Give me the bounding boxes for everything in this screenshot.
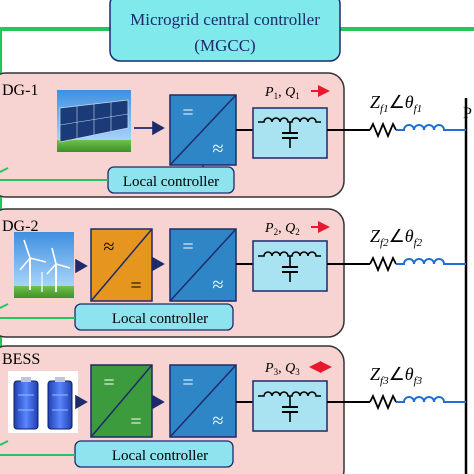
ac-symbol: ≈ — [104, 236, 115, 258]
inverter-dc-ac[interactable]: = ≈ — [169, 228, 237, 302]
svg-text:P1, Q1: P1, Q1 — [264, 85, 300, 101]
inductor — [396, 396, 466, 403]
unit-label: DG-2 — [2, 218, 38, 235]
solar-panel-icon — [57, 90, 131, 152]
mgcc-title: Microgrid central controller — [130, 10, 320, 29]
local-controller-label: Local controller — [112, 311, 208, 327]
resistor — [369, 255, 397, 273]
power-flow-label: P2, Q2 — [264, 221, 330, 237]
resistor — [369, 393, 397, 411]
inductor — [396, 124, 466, 131]
pcc-label: P — [463, 105, 472, 122]
local-controller[interactable]: Local controller — [74, 440, 234, 468]
ac-symbol: ≈ — [213, 274, 224, 296]
ac-symbol: ≈ — [213, 138, 224, 160]
unit-dg1: DG-1 = ≈ — [0, 72, 466, 198]
unit-label: BESS — [2, 351, 40, 368]
line-impedance-label: Zf3∠θf3 — [370, 364, 423, 387]
dc-symbol: = — [182, 372, 193, 394]
local-controller-label: Local controller — [123, 174, 219, 190]
dc-symbol: = — [130, 411, 141, 433]
unit-label: DG-1 — [2, 82, 38, 99]
local-controller[interactable]: Local controller — [74, 303, 234, 331]
mgcc-abbrev: (MGCC) — [194, 36, 255, 55]
lc-filter[interactable] — [252, 380, 328, 432]
svg-text:P3, Q3: P3, Q3 — [264, 361, 300, 377]
battery-icon — [8, 371, 78, 433]
unit-dg2: DG-2 ≈ = = ≈ — [0, 208, 466, 338]
inductor — [396, 258, 466, 265]
line-impedance-label: Zf1∠θf1 — [370, 92, 422, 115]
line-impedance-label: Zf2∠θf2 — [370, 226, 423, 249]
lc-filter[interactable] — [252, 240, 328, 292]
ac-symbol: ≈ — [213, 410, 224, 432]
svg-text:P2, Q2: P2, Q2 — [264, 221, 300, 237]
communication-bus — [0, 27, 474, 474]
rectifier-ac-dc[interactable]: ≈ = — [90, 228, 153, 302]
mgcc-box[interactable]: Microgrid central controller (MGCC) — [109, 0, 341, 62]
inverter-dc-ac[interactable]: = ≈ — [169, 94, 237, 166]
dc-symbol: = — [130, 275, 141, 297]
converter-dc-dc[interactable]: = = — [90, 364, 153, 438]
unit-bess: BESS = = = ≈ — [0, 345, 466, 474]
local-controller[interactable]: Local controller — [107, 166, 235, 194]
inverter-dc-ac[interactable]: = ≈ — [169, 364, 237, 438]
power-flow-label: P1, Q1 — [264, 85, 330, 101]
wind-turbine-icon — [14, 232, 74, 298]
lc-filter[interactable] — [252, 107, 328, 159]
local-controller-label: Local controller — [112, 448, 208, 464]
resistor — [369, 121, 397, 139]
dc-symbol: = — [182, 102, 193, 124]
dc-symbol: = — [182, 236, 193, 258]
power-flow-label: P3, Q3 — [264, 361, 332, 377]
dc-symbol: = — [103, 372, 114, 394]
